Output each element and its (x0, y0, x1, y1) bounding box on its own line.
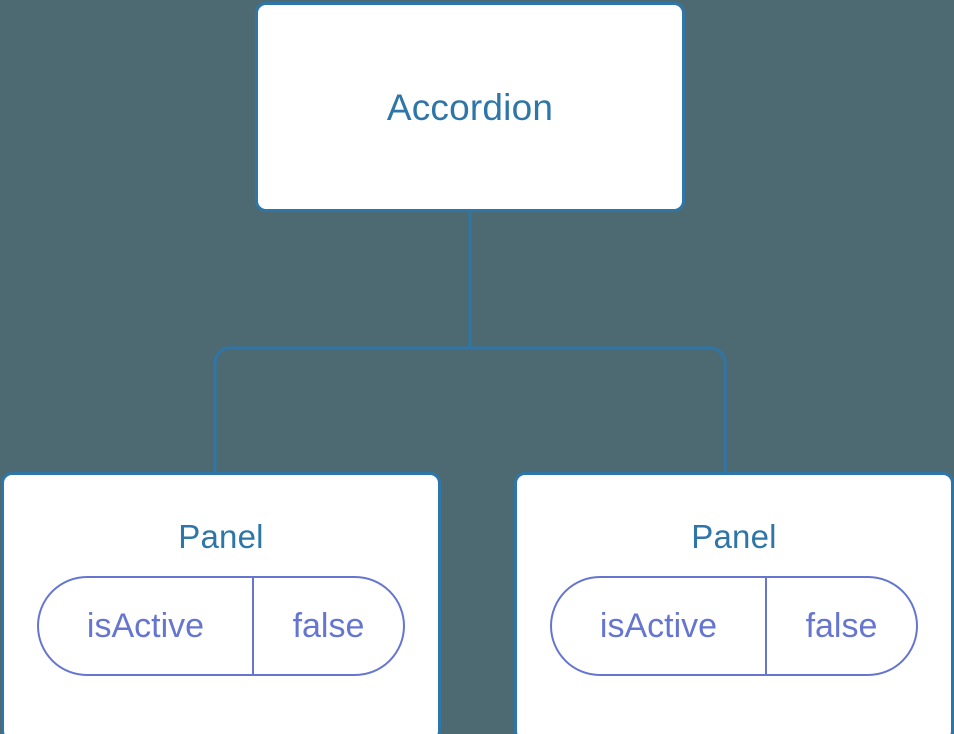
state-badge-panel-left[interactable]: isActive false (37, 576, 405, 676)
edge-to-panel-left (213, 346, 470, 474)
node-panel-right[interactable]: Panel isActive false (514, 472, 954, 734)
state-key: isActive (552, 578, 767, 674)
edge-to-panel-right (470, 346, 727, 474)
node-panel-left[interactable]: Panel isActive false (1, 472, 441, 734)
state-value: false (292, 607, 365, 645)
node-accordion[interactable]: Accordion (255, 2, 685, 212)
state-key: isActive (39, 578, 254, 674)
node-panel-right-label: Panel (691, 518, 777, 555)
node-accordion-label: Accordion (386, 86, 554, 128)
node-panel-left-label: Panel (178, 518, 264, 555)
state-value: false (805, 607, 878, 645)
state-badge-panel-right[interactable]: isActive false (550, 576, 918, 676)
